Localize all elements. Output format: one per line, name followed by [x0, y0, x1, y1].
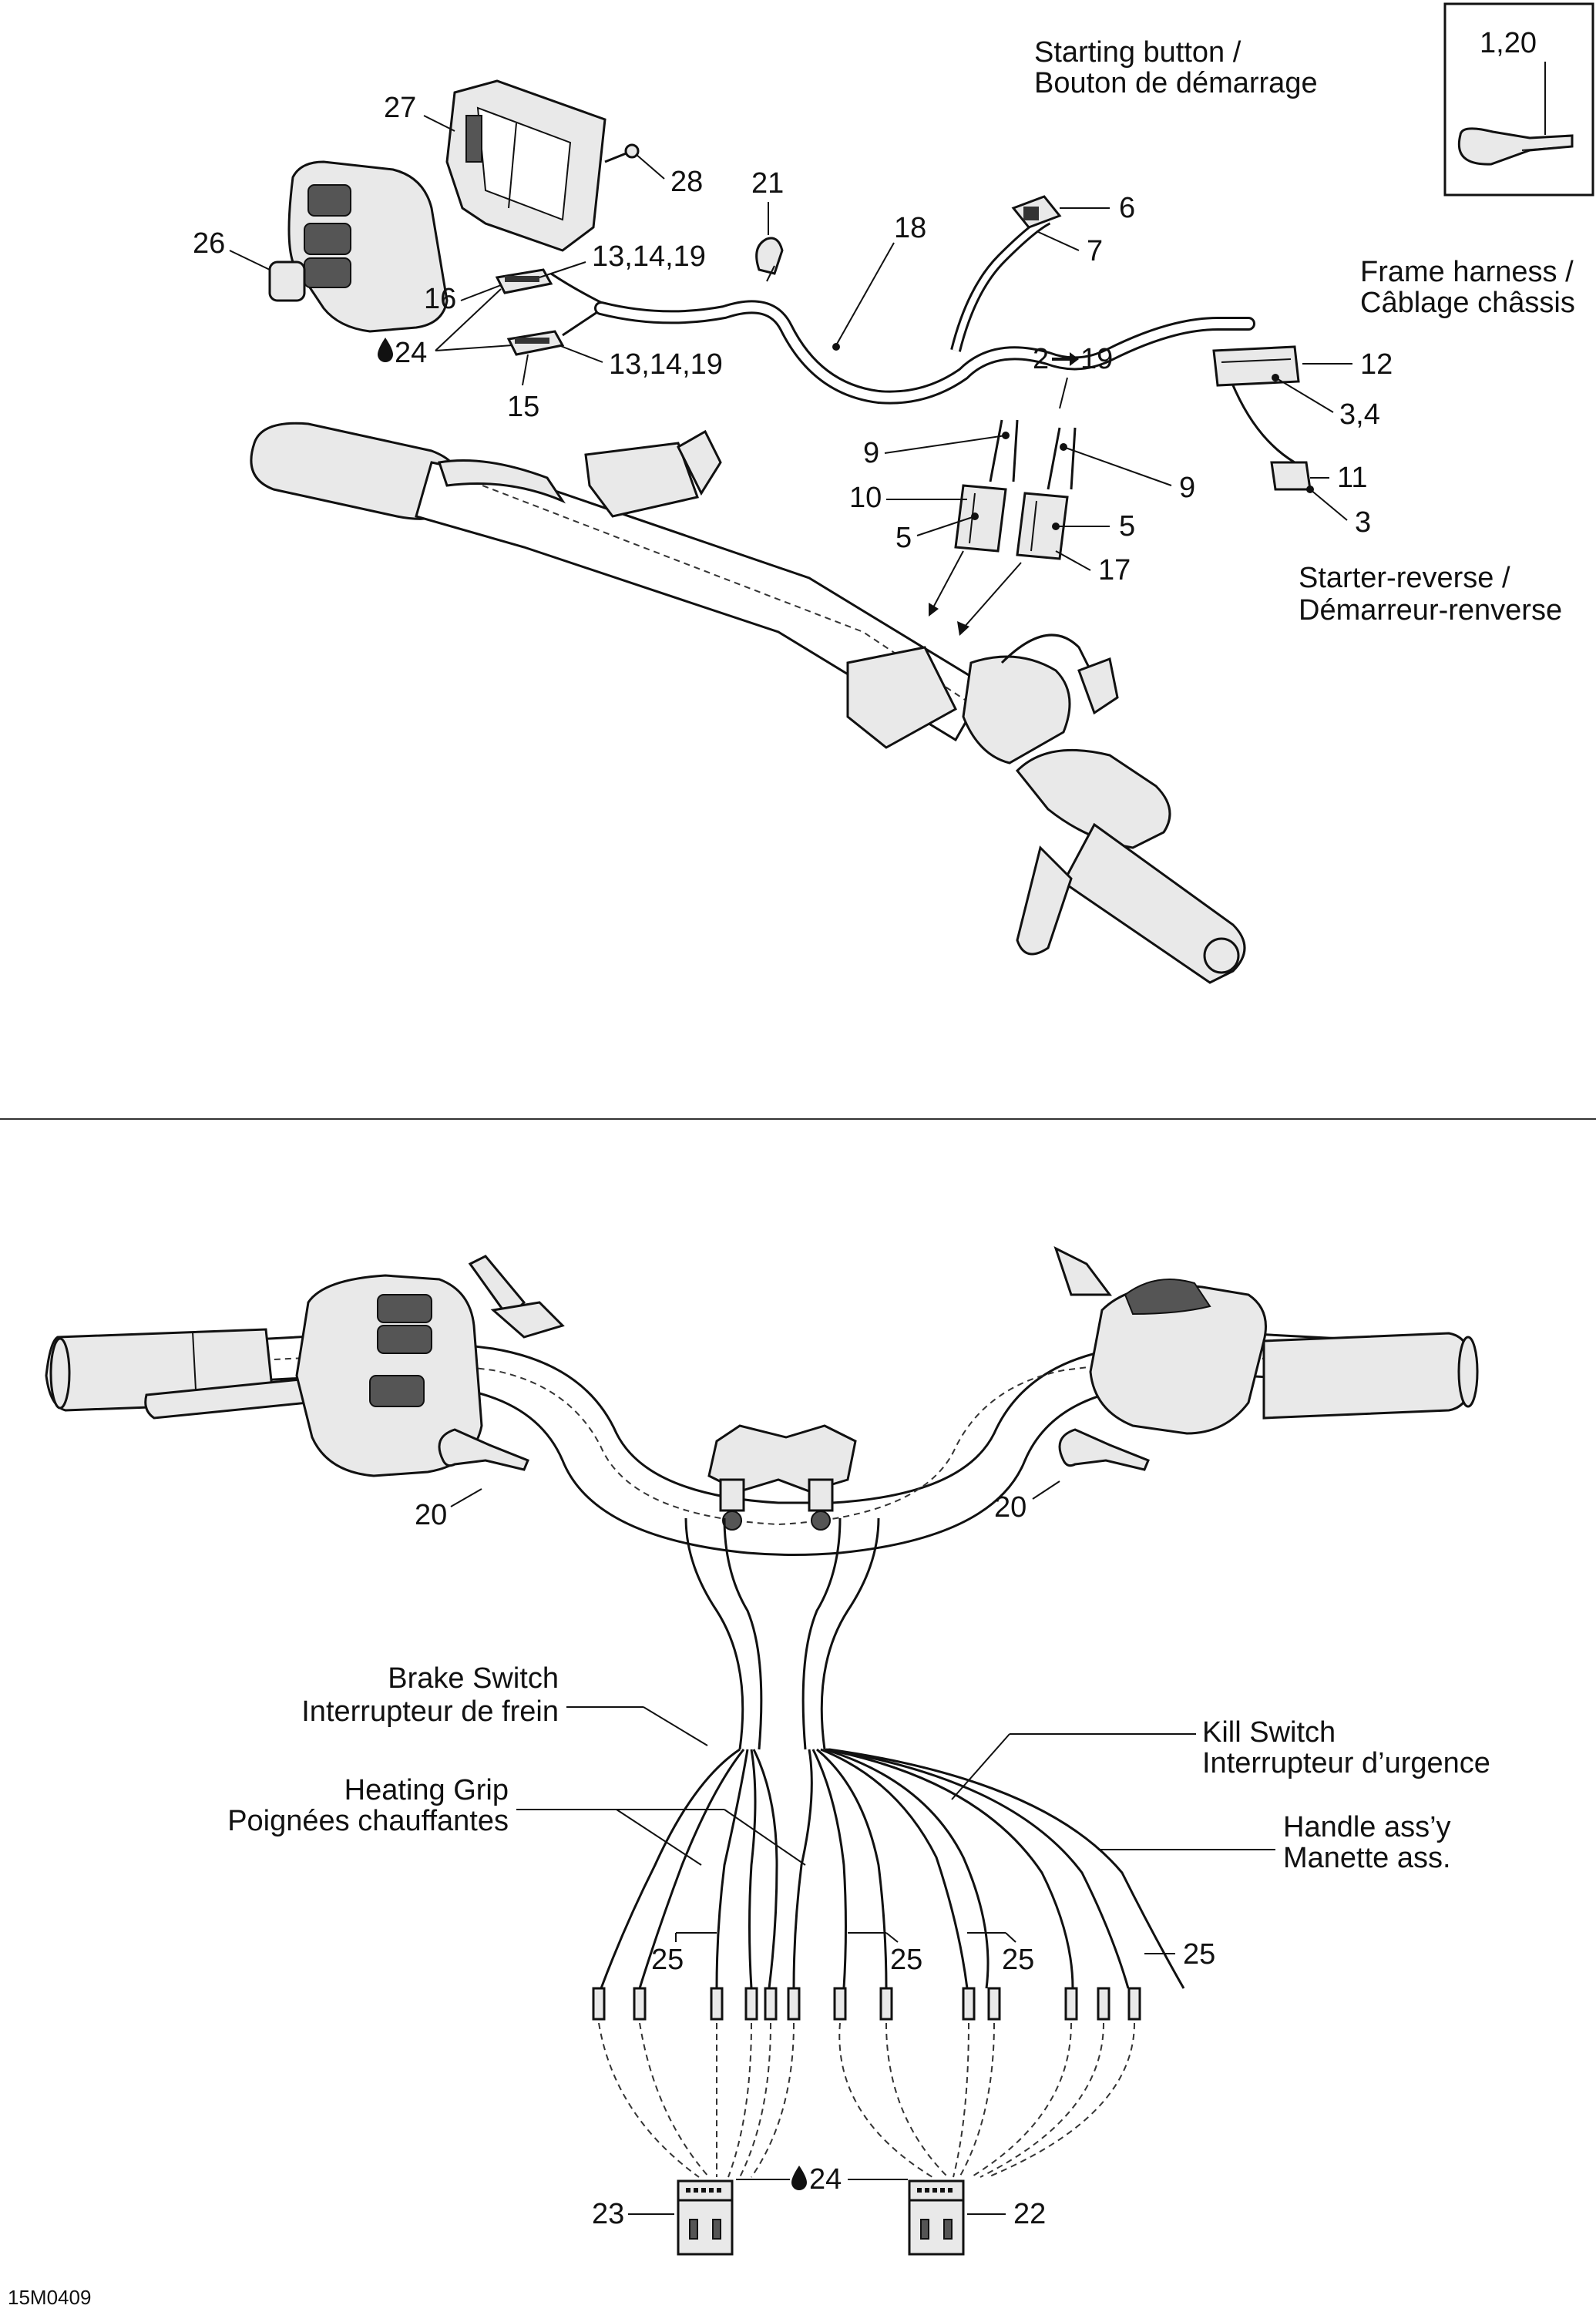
cable-tie-right — [1058, 1428, 1150, 1471]
callout-24-bottom: 24 — [809, 2163, 842, 2196]
callout-12: 12 — [1360, 348, 1393, 381]
switch-housing — [268, 160, 449, 333]
inset-box: 1,20 — [1443, 2, 1594, 197]
connector-22 — [908, 2179, 965, 2256]
cable-tie-icon — [1458, 62, 1574, 166]
handle-assy-en: Handle ass’y — [1283, 1811, 1451, 1843]
starting-button-fr: Bouton de démarrage — [1034, 67, 1318, 99]
callout-19: 19 — [1080, 343, 1113, 375]
arrow-right-icon — [1052, 352, 1079, 366]
kill-switch-en: Kill Switch — [1202, 1716, 1336, 1749]
callout-3-4: 3,4 — [1339, 398, 1380, 431]
callout-25-c: 25 — [1002, 1944, 1034, 1976]
terminals — [592, 1987, 1141, 2021]
callout-9-left: 9 — [863, 437, 879, 469]
harness-bundle-left — [684, 1517, 763, 1750]
callout-26: 26 — [193, 227, 225, 260]
starter-reverse-fr: Démarreur-renverse — [1299, 594, 1562, 627]
connector-15 — [506, 330, 565, 356]
callout-6: 6 — [1119, 192, 1135, 224]
callout-22: 22 — [1013, 2198, 1046, 2230]
callout-25-b: 25 — [890, 1944, 922, 1976]
frame-harness-en: Frame harness / — [1360, 256, 1574, 288]
callout-17: 17 — [1098, 554, 1131, 586]
callout-5-right: 5 — [1119, 510, 1135, 543]
callout-20-right: 20 — [994, 1491, 1026, 1524]
callout-28: 28 — [670, 166, 703, 198]
callout-7: 7 — [1087, 235, 1103, 267]
callout-13-14-19-lower: 13,14,19 — [609, 348, 723, 381]
figure-code: 15M0409 — [8, 2286, 91, 2309]
callout-10: 10 — [849, 482, 882, 514]
oil-drop-icon — [378, 338, 393, 362]
cable-tie — [755, 237, 784, 282]
frame-harness-connector — [1212, 345, 1300, 387]
callout-13-14-19-upper: 13,14,19 — [592, 240, 706, 273]
callout-16: 16 — [424, 283, 456, 315]
callout-27: 27 — [384, 92, 416, 124]
callout-9-right: 9 — [1179, 472, 1195, 504]
handlebar-front — [45, 1246, 1479, 1556]
handlebar-top — [250, 422, 1246, 984]
handle-assy-fr: Manette ass. — [1283, 1842, 1451, 1874]
callout-25-d: 25 — [1183, 1938, 1215, 1971]
callout-5-left: 5 — [895, 522, 912, 554]
heating-grip-fr: Poignées chauffantes — [227, 1805, 509, 1837]
frame-harness-fr: Câblage châssis — [1360, 287, 1575, 319]
heating-grip-en: Heating Grip — [344, 1774, 509, 1806]
bottom-diagram: Brake Switch Interrupteur de frein Heati… — [45, 1246, 1490, 2256]
inset-ref-label: 1,20 — [1480, 27, 1537, 59]
starting-button-connector — [1011, 195, 1062, 229]
brake-switch-fr: Interrupteur de frein — [301, 1695, 559, 1728]
callout-15: 15 — [507, 391, 539, 423]
callout-2: 2 — [1033, 343, 1049, 375]
brake-switch-en: Brake Switch — [388, 1662, 559, 1695]
callout-18: 18 — [894, 212, 926, 244]
callout-11: 11 — [1337, 462, 1367, 494]
starter-reverse-connector — [1270, 461, 1312, 491]
cable-tie-left — [438, 1428, 529, 1471]
starter-reverse-en: Starter-reverse / — [1299, 562, 1510, 594]
top-diagram: 1,20 Starting button / Bouton de démarra… — [193, 2, 1594, 984]
connector-23 — [677, 2179, 734, 2256]
starting-button-en: Starting button / — [1034, 36, 1242, 69]
connector-17 — [1016, 492, 1069, 560]
callout-23: 23 — [592, 2198, 624, 2230]
harness-bundle-right — [801, 1517, 880, 1750]
connector-10 — [954, 484, 1007, 553]
callout-24-top: 24 — [395, 337, 427, 369]
oil-drop-icon-bottom — [791, 2166, 807, 2190]
connector-16 — [495, 268, 553, 294]
kill-switch-fr: Interrupteur d’urgence — [1202, 1747, 1490, 1779]
switch-housing-cover — [445, 79, 606, 252]
callout-25-a: 25 — [651, 1944, 684, 1976]
screw — [604, 143, 640, 163]
dashed-guides — [598, 2022, 1135, 2178]
callout-20-left: 20 — [415, 1499, 447, 1531]
callout-3: 3 — [1355, 506, 1371, 539]
callout-21: 21 — [751, 167, 784, 200]
